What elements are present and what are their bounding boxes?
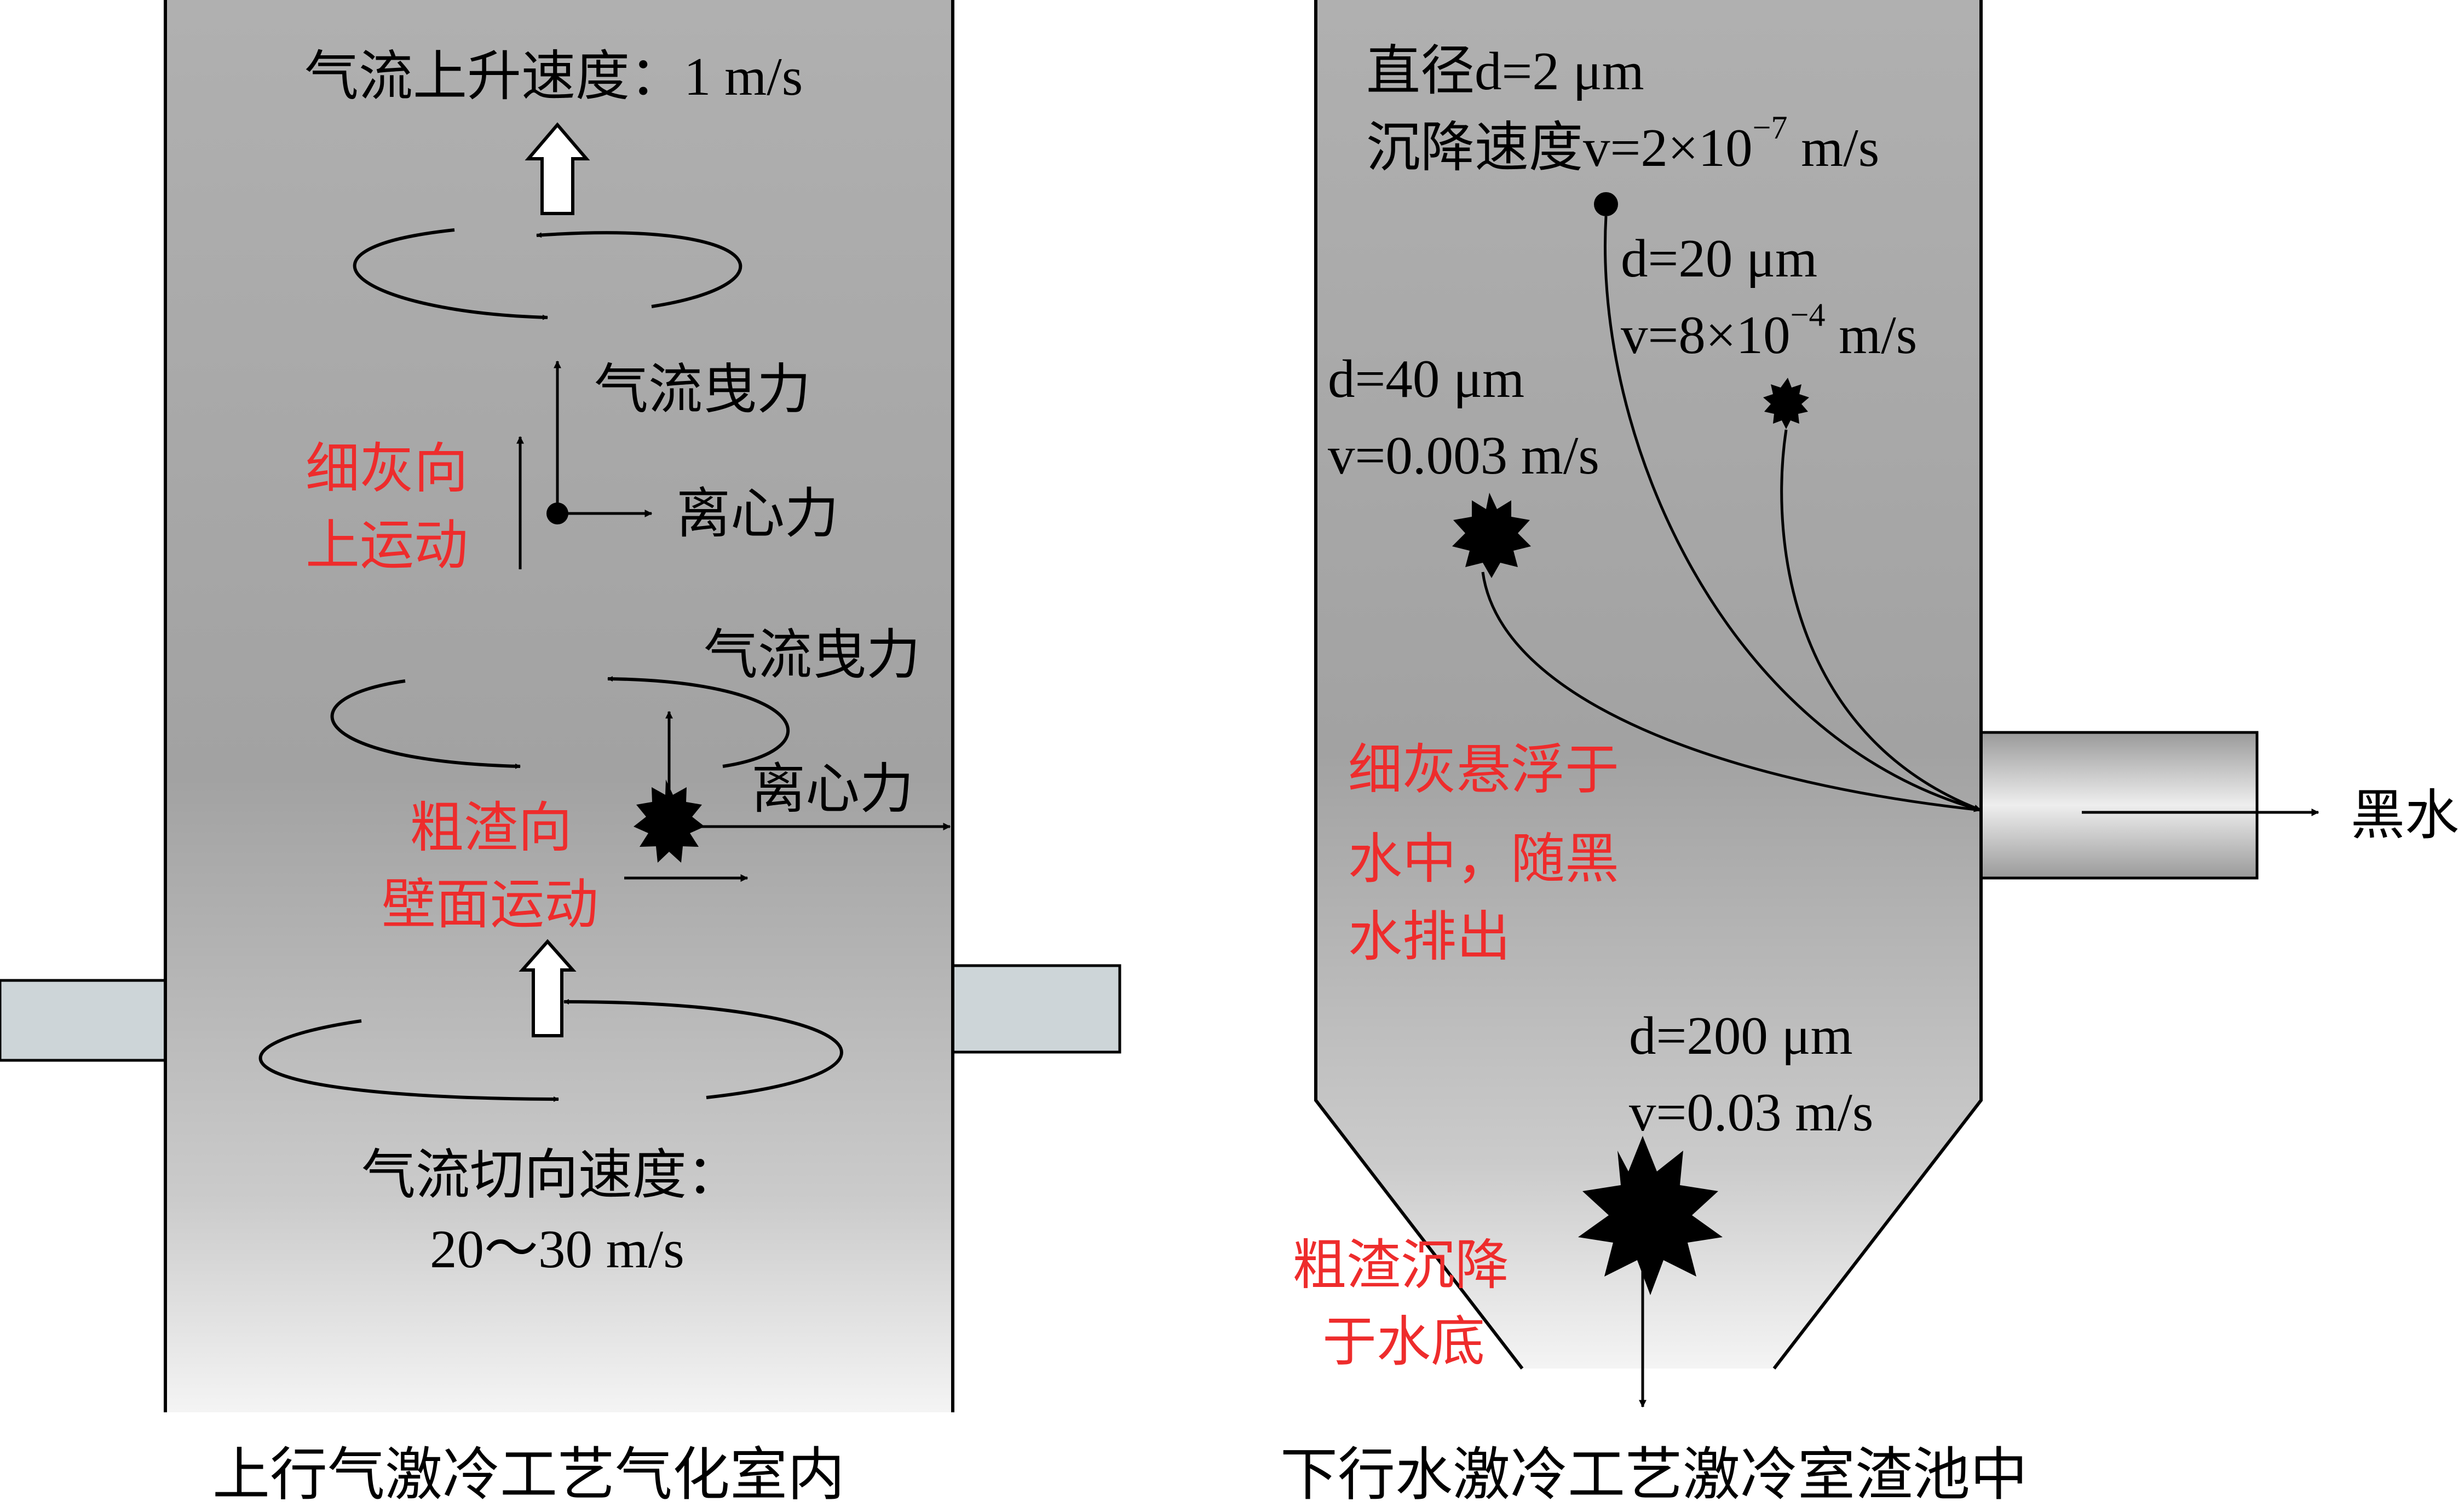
right-panel: 直径d=2 μm 沉降速度v=2×10−7 m/s d=20 μm v=8×10…: [1280, 0, 2459, 1507]
particle-20um-icon: [1763, 378, 1809, 429]
particle-200um-velocity: v=0.03 m/s: [1629, 1083, 1873, 1142]
swirl-top: [353, 228, 742, 320]
black-water-label: 黑水: [2351, 786, 2459, 846]
trajectory-20um: [1780, 429, 1982, 812]
p2-velocity-exponent: −7: [1753, 109, 1788, 146]
settling-trajectories: [1481, 216, 1982, 812]
fine-ash-label: 上运动: [306, 516, 468, 576]
side-inlet-left: [0, 979, 167, 1062]
left-caption: 上行气激冷工艺气化室内: [212, 1443, 845, 1507]
quench-chamber: [1316, 0, 1981, 1369]
coarse-slag-particle-icon: [634, 780, 705, 863]
tangential-speed-label: 气流切向速度：: [361, 1146, 741, 1205]
rise-arrow-icon: [525, 122, 590, 215]
fine-ash-particle-icon: [546, 503, 568, 524]
particle-40um-icon: [1452, 493, 1531, 578]
force-diagram-top: [554, 360, 653, 517]
centrifugal-label-top: 离心力: [676, 484, 839, 544]
centrifugal-label-middle: 离心力: [751, 760, 914, 819]
particle-2um-diameter: 直径d=2 μm: [1366, 42, 1644, 101]
p20-velocity-base: v=8×10: [1621, 305, 1791, 365]
drag-force-label-top: 气流曳力: [594, 360, 811, 420]
swirl-middle: [330, 676, 790, 769]
particle-40um-velocity: v=0.003 m/s: [1328, 426, 1599, 486]
inlet-arrow-icon: [519, 939, 577, 1037]
outlet-pipe: [1979, 731, 2259, 880]
trajectory-40um: [1481, 571, 1982, 812]
coarse-slag-label: 壁面运动: [382, 875, 598, 935]
coarse-slag-label: 粗渣向: [410, 799, 572, 858]
quench-wall-right: [1772, 0, 1983, 1370]
particle-2um-icon: [1594, 192, 1618, 216]
particle-20um-diameter: d=20 μm: [1621, 229, 1817, 288]
coarse-slag-settling-label: 于水底: [1322, 1313, 1485, 1372]
particle-20um-velocity: v=8×10−4 m/s: [1621, 297, 1917, 365]
particle-2um-velocity: 沉降速度v=2×10−7 m/s: [1366, 109, 1879, 178]
coarse-slag-settling-label: 粗渣沉降: [1292, 1236, 1509, 1296]
fine-ash-suspended-label: 水中，随黑: [1348, 830, 1619, 890]
fine-ash-suspended-label: 细灰悬浮于: [1348, 741, 1619, 800]
tangential-speed-value: 20～30 m/s: [430, 1220, 684, 1279]
rise-speed-label: 气流上升速度：1 m/s: [304, 47, 803, 107]
p20-velocity-exponent: −4: [1791, 297, 1826, 333]
drag-force-label-middle: 气流曳力: [704, 626, 920, 685]
side-inlet-right: [951, 964, 1121, 1054]
quench-wall-left: [1314, 0, 1524, 1370]
right-caption: 下行水激冷工艺激冷室渣池中: [1280, 1443, 2028, 1507]
particle-40um-diameter: d=40 μm: [1328, 349, 1524, 409]
fine-ash-suspended-label: 水排出: [1348, 908, 1511, 967]
particle-200um-icon: [1578, 1136, 1723, 1295]
p20-velocity-unit: m/s: [1826, 305, 1918, 365]
left-panel: 气流上升速度：1 m/s 气流曳力 离心力 细灰向 上运动 气流曳力 离心力 粗…: [0, 0, 1121, 1507]
trajectory-2um: [1604, 216, 1982, 812]
p2-velocity-unit: m/s: [1788, 118, 1880, 178]
particle-200um-diameter: d=200 μm: [1629, 1006, 1853, 1066]
swirl-bottom: [258, 999, 843, 1102]
p2-velocity-base: 沉降速度v=2×10: [1366, 118, 1753, 178]
fine-ash-label: 细灰向: [306, 440, 468, 499]
